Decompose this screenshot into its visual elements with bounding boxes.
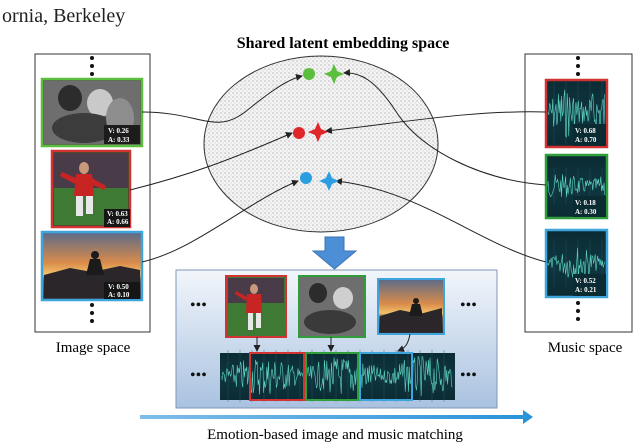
image-1-arousal: A: 0.33 bbox=[108, 136, 130, 144]
bottom-arrow-head bbox=[523, 410, 533, 424]
matched-music-strip bbox=[220, 350, 455, 402]
header-fragment: ornia, Berkeley bbox=[2, 5, 125, 27]
red-music-star bbox=[308, 122, 328, 142]
image-thumbnail-sunset: V: 0.50 A: 0.10 bbox=[40, 230, 144, 302]
green-image-point bbox=[303, 68, 315, 80]
image-space-label: Image space bbox=[56, 340, 131, 356]
connector-couple bbox=[141, 73, 303, 123]
image-3-arousal: A: 0.10 bbox=[108, 291, 130, 299]
image-thumbnail-soccer: V: 0.63 A: 0.66 bbox=[50, 149, 132, 229]
image-space-top-dots bbox=[90, 56, 94, 76]
embedding-space-title: Shared latent embedding space bbox=[237, 35, 450, 52]
music-2-arousal: A: 0.30 bbox=[575, 208, 597, 216]
connector-green-track bbox=[343, 69, 547, 186]
image-space-bottom-dots bbox=[90, 303, 94, 323]
matching-ellipsis-bottom-left: ••• bbox=[190, 367, 207, 384]
music-waveform-blue: V: 0.52 A: 0.21 bbox=[544, 228, 609, 299]
matched-image-sunset bbox=[377, 278, 445, 335]
bottom-caption: Emotion-based image and music matching bbox=[207, 427, 463, 443]
image-1-valence: V: 0.26 bbox=[108, 127, 129, 135]
green-music-star bbox=[324, 64, 344, 84]
match-arrows bbox=[253, 333, 411, 352]
music-1-arousal: A: 0.70 bbox=[575, 136, 597, 144]
music-space-label: Music space bbox=[548, 340, 623, 356]
music-space-bottom-dots bbox=[576, 301, 580, 321]
image-3-valence: V: 0.50 bbox=[108, 283, 129, 291]
connector-blue-track bbox=[335, 178, 547, 263]
connector-red-track bbox=[325, 111, 547, 134]
segment-green bbox=[305, 352, 359, 401]
music-3-arousal: A: 0.21 bbox=[575, 286, 597, 294]
matching-ellipsis-top-left: ••• bbox=[190, 297, 207, 314]
segment-red bbox=[249, 352, 305, 401]
matching-ellipsis-top-right: ••• bbox=[460, 297, 477, 314]
segment-blue bbox=[359, 352, 413, 401]
down-arrow bbox=[311, 236, 358, 270]
image-2-valence: V: 0.63 bbox=[107, 210, 128, 218]
matched-image-soccer bbox=[225, 275, 287, 338]
embedding-space-ellipse bbox=[203, 55, 439, 233]
music-space-top-dots bbox=[576, 56, 580, 76]
connector-sunset bbox=[141, 179, 299, 263]
blue-music-star bbox=[319, 171, 339, 191]
connector-curves bbox=[129, 69, 547, 263]
blue-image-point bbox=[300, 172, 312, 184]
red-image-point bbox=[293, 127, 305, 139]
matching-ellipsis-bottom-right: ••• bbox=[460, 367, 477, 384]
music-3-valence: V: 0.52 bbox=[575, 277, 596, 285]
music-1-valence: V: 0.68 bbox=[575, 127, 596, 135]
music-waveform-red: V: 0.68 A: 0.70 bbox=[544, 78, 609, 149]
music-2-valence: V: 0.18 bbox=[575, 199, 596, 207]
connector-soccer bbox=[129, 132, 293, 191]
matched-image-couple bbox=[298, 275, 366, 338]
image-thumbnail-couple: V: 0.26 A: 0.33 bbox=[40, 77, 144, 148]
image-2-arousal: A: 0.66 bbox=[107, 218, 129, 226]
bottom-arrow-shaft bbox=[140, 415, 525, 419]
music-waveform-green: V: 0.18 A: 0.30 bbox=[544, 153, 609, 220]
